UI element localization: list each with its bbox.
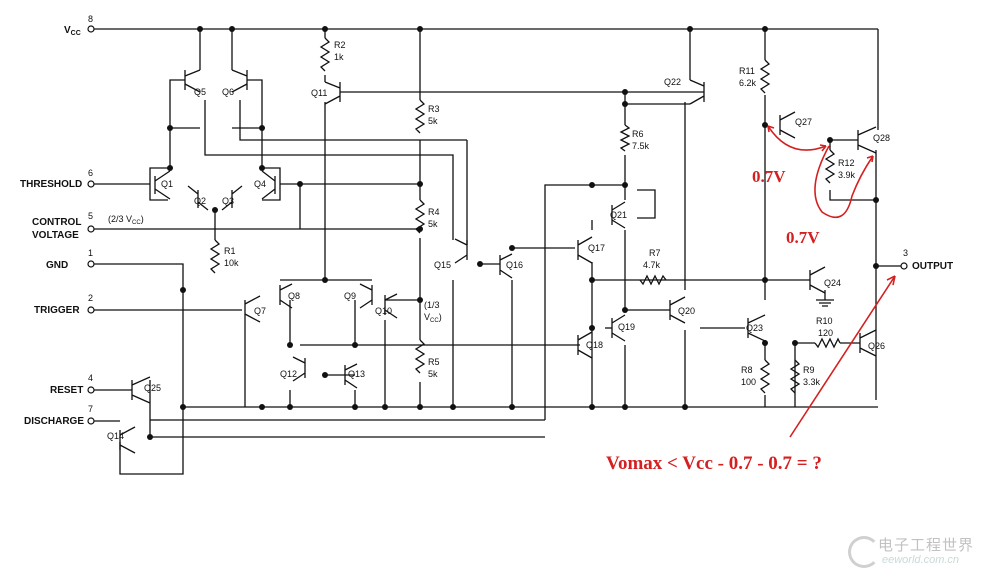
watermark: 电子工程世界 eeworld.com.cn: [844, 532, 974, 572]
q14-label: Q14: [107, 431, 124, 441]
q15-label: Q15: [434, 260, 451, 270]
svg-text:R2: R2: [334, 40, 346, 50]
junction-dots: [147, 26, 879, 440]
q3-label: Q3: [222, 196, 234, 206]
svg-text:CONTROL: CONTROL: [32, 217, 81, 228]
svg-text:VCC: VCC: [64, 25, 81, 37]
q13-label: Q13: [348, 369, 365, 379]
q22-label: Q22: [664, 77, 681, 87]
svg-text:THRESHOLD: THRESHOLD: [20, 179, 82, 190]
svg-text:4.7k: 4.7k: [643, 260, 661, 270]
svg-text:R1: R1: [224, 246, 236, 256]
svg-text:3.9k: 3.9k: [838, 170, 856, 180]
q8-label: Q8: [288, 291, 300, 301]
q17-label: Q17: [588, 243, 605, 253]
svg-text:R9: R9: [803, 365, 815, 375]
svg-text:R5: R5: [428, 357, 440, 367]
vbe-annotation-2: 0.7V: [786, 228, 820, 247]
svg-text:R12: R12: [838, 158, 855, 168]
svg-text:OUTPUT: OUTPUT: [912, 261, 953, 272]
svg-text:6: 6: [88, 168, 93, 178]
pin-gnd: 1 GND: [46, 248, 184, 475]
q20-label: Q20: [678, 306, 695, 316]
svg-text:3.3k: 3.3k: [803, 377, 821, 387]
q2-label: Q2: [194, 196, 206, 206]
svg-text:(1/3: (1/3: [424, 300, 440, 310]
q28-label: Q28: [873, 133, 890, 143]
transistor-symbols: [119, 69, 877, 454]
pin-reset: 4 RESET: [50, 373, 132, 396]
q26-label: Q26: [868, 341, 885, 351]
q21-label: Q21: [610, 210, 627, 220]
watermark-en: eeworld.com.cn: [882, 554, 960, 566]
svg-text:GND: GND: [46, 260, 68, 271]
wiring: [149, 29, 879, 438]
svg-text:VOLTAGE: VOLTAGE: [32, 230, 79, 241]
q4-label: Q4: [254, 179, 266, 189]
svg-text:(2/3 VCC): (2/3 VCC): [108, 214, 144, 226]
q10-label: Q10: [375, 306, 392, 316]
q11-label: Q11: [311, 88, 327, 98]
svg-text:5k: 5k: [428, 219, 438, 229]
svg-text:R11: R11: [739, 66, 755, 76]
svg-text:R3: R3: [428, 104, 440, 114]
vcc-third-label: (1/3 VCC): [424, 300, 442, 324]
svg-text:2: 2: [88, 293, 93, 303]
q6-label: Q6: [222, 87, 234, 97]
svg-text:VCC): VCC): [424, 312, 442, 324]
transistor-labels: Q5 Q6 Q1 Q2 Q3 Q4 Q11 Q7 Q8 Q9 Q10 Q12 Q…: [107, 77, 890, 441]
svg-text:3: 3: [903, 248, 908, 258]
svg-text:100: 100: [741, 377, 756, 387]
q5-label: Q5: [194, 87, 206, 97]
eeworld-logo-icon: [848, 536, 880, 568]
vbe-annotation-1: 0.7V: [752, 167, 786, 186]
svg-text:R10: R10: [816, 316, 833, 326]
svg-text:RESET: RESET: [50, 385, 83, 396]
pin-discharge: 7 DISCHARGE: [24, 404, 120, 427]
q18-label: Q18: [586, 340, 603, 350]
svg-text:5: 5: [88, 211, 93, 221]
svg-text:6.2k: 6.2k: [739, 78, 757, 88]
watermark-cn: 电子工程世界: [878, 536, 975, 554]
svg-text:120: 120: [818, 328, 833, 338]
svg-text:R7: R7: [649, 248, 661, 258]
svg-text:R6: R6: [632, 129, 644, 139]
svg-text:4: 4: [88, 373, 93, 383]
q9-label: Q9: [344, 291, 356, 301]
svg-text:5k: 5k: [428, 116, 438, 126]
pin-control-voltage: 5 CONTROL VOLTAGE (2/3 VCC): [32, 211, 420, 241]
svg-text:7: 7: [88, 404, 93, 414]
q12-label: Q12: [280, 369, 297, 379]
q27-label: Q27: [795, 117, 812, 127]
svg-text:10k: 10k: [224, 258, 239, 268]
pin-vcc: 8 VCC: [64, 14, 93, 37]
svg-text:1: 1: [88, 248, 93, 258]
q16-label: Q16: [506, 260, 523, 270]
svg-text:DISCHARGE: DISCHARGE: [24, 416, 84, 427]
svg-text:5k: 5k: [428, 369, 438, 379]
resistor-symbols: [209, 37, 841, 394]
vomax-question: Vomax < Vcc - 0.7 - 0.7 = ?: [606, 453, 822, 474]
q19-label: Q19: [618, 322, 635, 332]
q24-label: Q24: [824, 278, 841, 288]
pin-trigger: 2 TRIGGER: [34, 293, 242, 316]
svg-text:7.5k: 7.5k: [632, 141, 650, 151]
q25-label: Q25: [144, 383, 161, 393]
svg-text:R4: R4: [428, 207, 440, 217]
q1-label: Q1: [161, 179, 173, 189]
q7-label: Q7: [254, 306, 266, 316]
svg-text:TRIGGER: TRIGGER: [34, 305, 80, 316]
red-annotations: 0.7V 0.7V Vomax < Vcc - 0.7 - 0.7 = ?: [606, 125, 896, 474]
q23-label: Q23: [746, 323, 763, 333]
vcc-rail: [87, 25, 878, 33]
svg-text:8: 8: [88, 14, 93, 24]
svg-text:R8: R8: [741, 365, 753, 375]
svg-text:1k: 1k: [334, 52, 344, 62]
pin-output: 3 OUTPUT: [876, 248, 953, 272]
pin-threshold: 6 THRESHOLD: [20, 168, 150, 190]
